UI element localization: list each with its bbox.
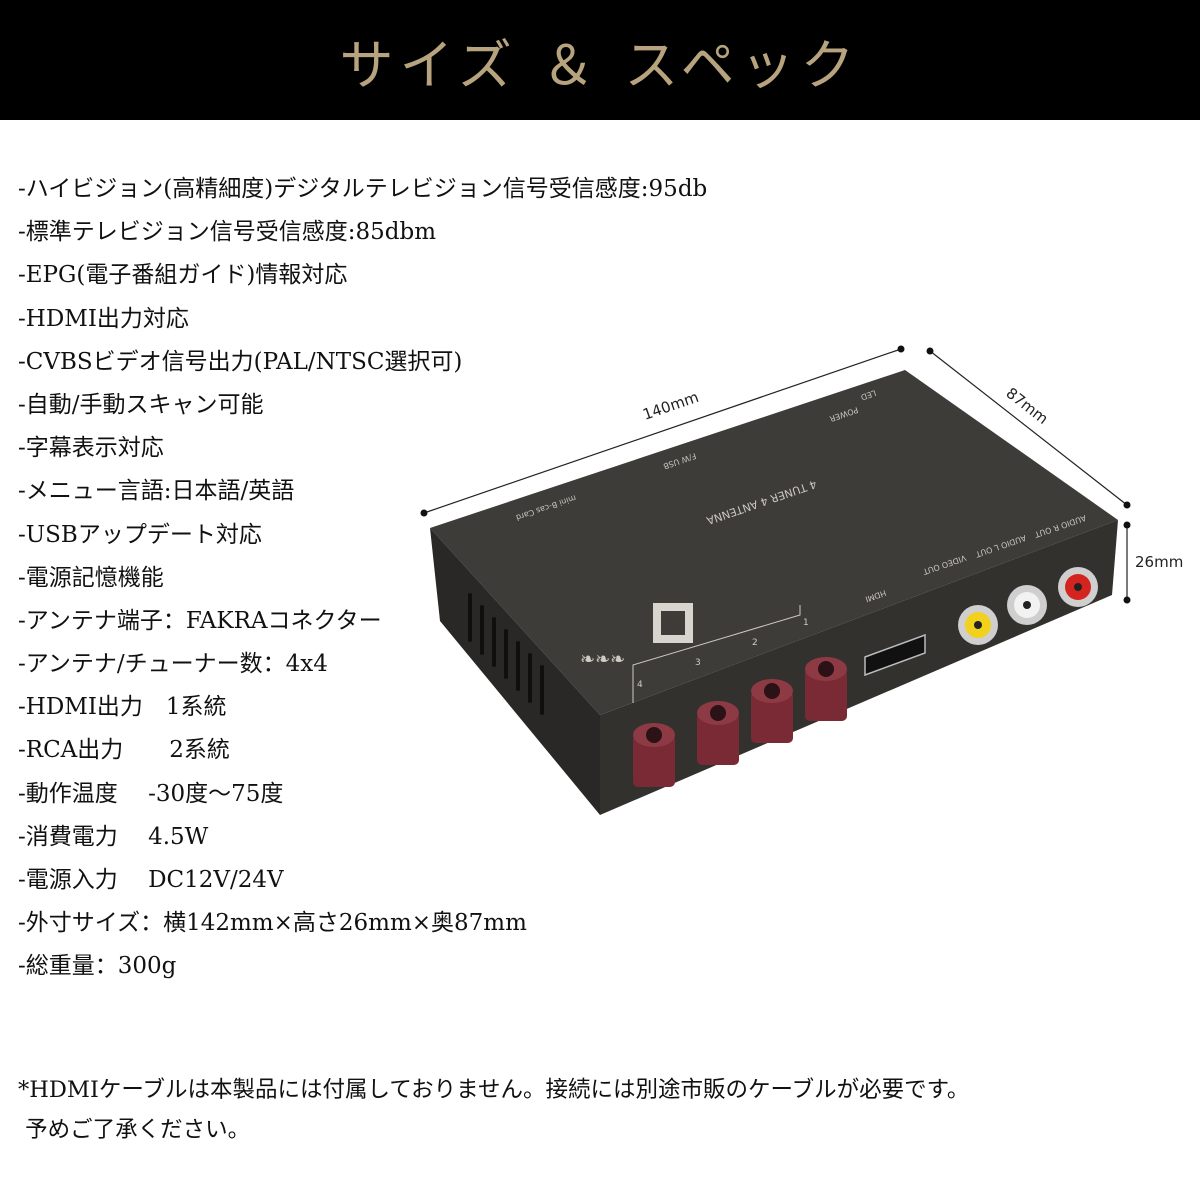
spec-item: -電源入力 DC12V/24V: [18, 867, 284, 893]
hdmi-port: [864, 633, 926, 677]
fakra-connector-4: [633, 723, 675, 787]
spec-item: -EPG(電子番組ガイド)情報対応: [18, 262, 348, 289]
spec-item: -アンテナ端子：FAKRAコネクター: [18, 607, 382, 634]
spec-item: -総重量：300g: [18, 953, 177, 980]
spec-list: -ハイビジョン(高精細度)デジタルテレビジョン信号受信感度:95db -標準テレ…: [18, 168, 707, 989]
footnote: *HDMIケーブルは本製品には付属しておりません。接続には別途市販のケーブルが必…: [18, 1070, 969, 1150]
antenna-4-label: 4: [637, 680, 643, 690]
height-dimension-label: 26mm: [1135, 553, 1183, 571]
fakra-connector-1: [805, 657, 847, 721]
spec-item: -字幕表示対応: [18, 435, 164, 462]
fakra-connectors: [633, 657, 847, 787]
spec-item: -RCA出力 2系統: [18, 737, 230, 764]
brand-logo: ❧❧❧: [580, 603, 693, 670]
spec-item: -CVBSビデオ信号出力(PAL/NTSC選択可): [18, 348, 463, 375]
spec-item: -HDMI出力 1系統: [18, 694, 227, 721]
width-dimension-label: 140mm: [640, 388, 701, 424]
spec-item: -動作温度 -30度〜75度: [18, 780, 284, 807]
fakra-connector-3: [697, 701, 739, 765]
spec-item: -電源記憶機能: [18, 564, 164, 591]
tuner-device-illustration: 140mm 87mm 26mm LED POWER F/W US: [420, 345, 1183, 815]
spec-item: -標準テレビジョン信号受信感度:85dbm: [18, 219, 437, 246]
depth-dimension-label: 87mm: [1003, 384, 1052, 428]
rca-audio-r-jack: [1058, 567, 1098, 607]
spec-item: -ハイビジョン(高精細度)デジタルテレビジョン信号受信感度:95db: [18, 176, 708, 202]
header-banner: サイズ ＆ スペック: [0, 0, 1200, 120]
footnote-line-2: 予めご了承ください。: [18, 1117, 251, 1143]
antenna-1-label: 1: [803, 618, 809, 628]
spec-item: -自動/手動スキャン可能: [18, 391, 264, 418]
spec-item: -USBアップデート対応: [18, 521, 262, 548]
rca-jacks: [958, 567, 1098, 645]
spec-item: -HDMI出力対応: [18, 305, 189, 332]
spec-item: -メニュー言語:日本語/英語: [18, 478, 295, 505]
antenna-3-label: 3: [695, 658, 701, 668]
svg-text:❧❧❧: ❧❧❧: [580, 649, 625, 670]
spec-item: -外寸サイズ：横142mm×高さ26mm×奥87mm: [18, 910, 527, 937]
spec-item: -アンテナ/チューナー数：4x4: [18, 651, 328, 678]
page-title: サイズ ＆ スペック: [339, 33, 861, 97]
spec-item: -消費電力 4.5W: [18, 823, 209, 850]
fakra-connector-2: [751, 679, 793, 743]
rca-audio-l-jack: [1007, 585, 1047, 625]
antenna-2-label: 2: [752, 638, 758, 648]
footnote-line-1: *HDMIケーブルは本製品には付属しておりません。接続には別途市販のケーブルが必…: [18, 1077, 970, 1103]
rca-video-jack: [958, 605, 998, 645]
